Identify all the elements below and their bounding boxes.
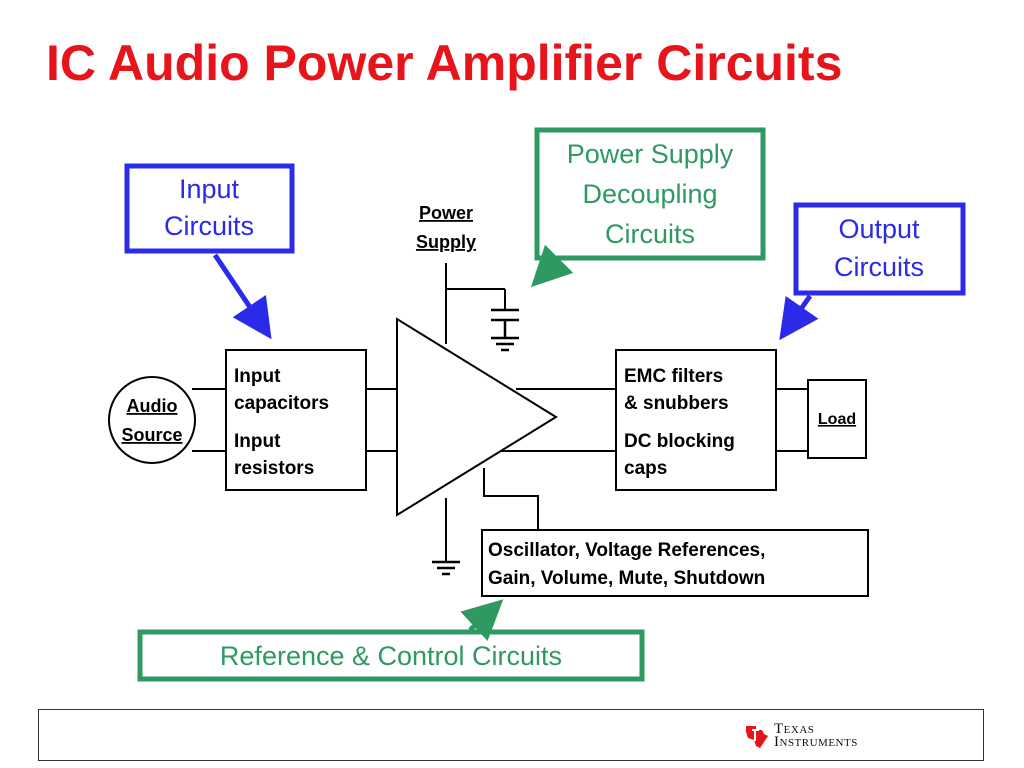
output-circuits-label: Circuits [834, 252, 924, 282]
decoupling-label: Circuits [605, 219, 695, 249]
output-block-line: EMC filters [624, 366, 723, 387]
reference-control-label: Reference & Control Circuits [220, 641, 562, 671]
decoupling-label: Power Supply [567, 139, 734, 169]
input-block-line: Input [234, 431, 281, 452]
signal-wires [192, 263, 808, 562]
input-block-line: capacitors [234, 393, 329, 414]
output-block-line: DC blocking [624, 431, 735, 452]
input-block-line: resistors [234, 458, 314, 479]
reference-control-callout: Reference & Control Circuits [137, 599, 645, 682]
load-block: Load [807, 379, 867, 459]
output-block: EMC filters & snubbers DC blocking caps [615, 349, 777, 491]
decoupling-callout-arrow [530, 244, 574, 288]
slide-footer [38, 709, 984, 761]
texas-instruments-wordmark: Texas Instruments [774, 721, 858, 750]
input-block-line: Input [234, 366, 281, 387]
control-block: Oscillator, Voltage References, Gain, Vo… [481, 529, 869, 597]
control-block-line: Gain, Volume, Mute, Shutdown [488, 568, 765, 589]
output-circuits-label: Output [838, 214, 920, 244]
output-callout-arrow [779, 294, 819, 341]
power-supply-label: Power [419, 203, 473, 223]
logo-line-2: Instruments [774, 734, 858, 750]
output-block-line: caps [624, 458, 667, 479]
load-label: Load [818, 411, 856, 428]
audio-source: Audio Source [108, 376, 196, 464]
decoupling-capacitor-icon [491, 308, 519, 352]
output-block-line: & snubbers [624, 393, 729, 414]
input-circuits-label: Input [179, 174, 240, 204]
input-callout-arrow [212, 253, 272, 340]
decoupling-label: Decoupling [582, 179, 717, 209]
output-circuits-callout: Output Circuits [779, 202, 966, 341]
logo-line-1: Texas [774, 721, 815, 737]
input-circuits-callout: Input Circuits [124, 163, 295, 340]
power-supply-label: Supply [416, 232, 476, 252]
amplifier-triangle [396, 317, 558, 517]
ground-icon [432, 560, 460, 576]
texas-instruments-logo-icon [746, 726, 768, 748]
reference-callout-arrow [460, 599, 504, 642]
control-block-line: Oscillator, Voltage References, [488, 540, 765, 561]
slide-title: IC Audio Power Amplifier Circuits [46, 35, 843, 91]
decoupling-callout: Power Supply Decoupling Circuits [530, 127, 766, 288]
texas-instruments-logo: Texas Instruments [742, 720, 882, 754]
audio-source-label: Audio [127, 396, 178, 416]
input-circuits-label: Circuits [164, 211, 254, 241]
audio-source-label: Source [121, 425, 182, 445]
input-block: Input capacitors Input resistors [225, 349, 367, 491]
